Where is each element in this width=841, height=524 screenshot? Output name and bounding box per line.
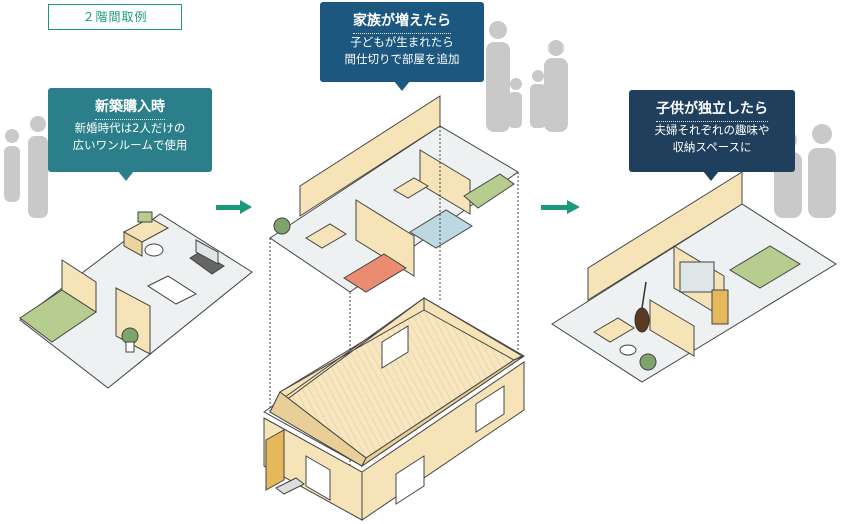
bed-icon — [343, 253, 407, 293]
desk-icon — [305, 223, 347, 249]
stage3-title: 子供が独立したら — [656, 98, 768, 122]
partition-wall — [355, 199, 415, 277]
closet-icon — [679, 261, 715, 293]
stage2-title: 家族が増えたら — [353, 10, 451, 34]
stage1-line: 広いワンルームで使用 — [72, 138, 188, 152]
bed-icon — [729, 245, 801, 289]
partition-wall — [649, 299, 695, 357]
stage3-line: 夫婦それぞれの趣味や — [654, 123, 770, 137]
stage1-callout: 新築購入時 新婚時代は2人だけの 広いワンルームで使用 — [48, 88, 212, 181]
bed-icon — [463, 173, 515, 209]
stage2-callout: 家族が増えたら 子どもが生まれたら 間仕切りで部屋を追加 — [320, 2, 484, 91]
stage2-line: 子どもが生まれたら — [350, 35, 454, 49]
stage1-line: 新婚時代は2人だけの — [74, 121, 186, 135]
sofa-icon — [146, 275, 198, 305]
stage2-line: 間仕切りで部屋を追加 — [344, 52, 460, 66]
stage3-floor — [551, 124, 837, 383]
bed-icon — [409, 209, 473, 249]
window-icon — [395, 455, 425, 505]
plant-icon — [639, 353, 657, 371]
stage2-floor — [269, 21, 568, 293]
arrow-right-icon — [541, 200, 580, 214]
window-icon — [475, 385, 505, 433]
door-icon — [265, 429, 285, 491]
chair-icon — [619, 344, 637, 356]
stage3-line: 収納スペースに — [672, 140, 752, 154]
family-silhouette-icon — [486, 21, 568, 132]
partition-wall — [419, 149, 471, 215]
desk-icon — [393, 177, 429, 199]
couple-silhouette-icon — [4, 116, 48, 218]
stage1-floor — [4, 116, 253, 389]
cello-icon — [634, 307, 650, 333]
stage1-title: 新築購入時 — [95, 96, 165, 120]
chair-icon — [144, 243, 164, 257]
desk-icon — [593, 317, 635, 343]
floor-label: ２階間取例 — [48, 4, 182, 30]
tv-icon — [189, 251, 225, 275]
house-shell — [263, 297, 525, 521]
plant-icon — [273, 217, 291, 235]
stage3-callout: 子供が独立したら 夫婦それぞれの趣味や 収納スペースに — [629, 90, 795, 181]
cabinet-icon — [711, 289, 729, 325]
window-icon — [305, 455, 331, 501]
window-icon — [381, 325, 409, 369]
arrow-right-icon — [216, 200, 252, 214]
